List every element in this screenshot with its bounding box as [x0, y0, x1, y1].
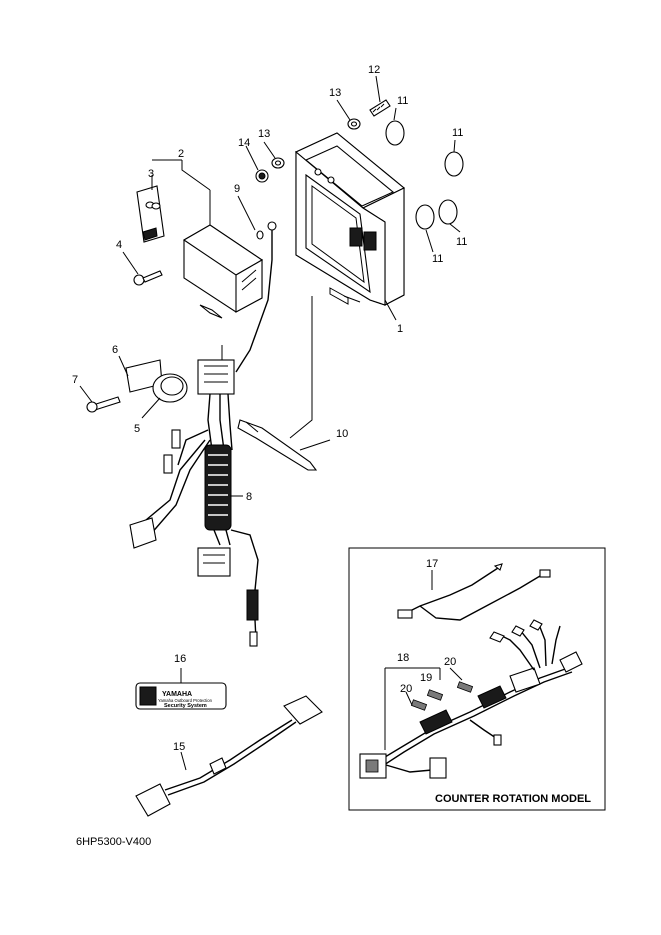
callout-numbers: 1 2 3 4 5 6 7 8 9 10 11 11 11 11 12 13 1…	[72, 64, 467, 753]
callout-10: 10	[336, 428, 348, 440]
callout-3: 3	[148, 168, 154, 180]
o-rings	[385, 120, 464, 230]
callout-13-a: 13	[329, 87, 341, 99]
callout-20-a: 20	[444, 656, 456, 668]
buzzer-assembly	[86, 359, 188, 413]
wire-harness	[129, 221, 277, 647]
callout-20-b: 20	[400, 683, 412, 695]
callout-11-d: 11	[456, 236, 467, 248]
callout-4: 4	[116, 239, 122, 251]
remote-transmitter	[136, 185, 165, 243]
callout-15: 15	[173, 741, 185, 753]
label-line2: Security System	[164, 703, 207, 709]
callout-19: 19	[420, 672, 432, 684]
callout-11-a: 11	[397, 95, 408, 107]
inset-frame	[348, 547, 606, 811]
callout-8: 8	[246, 491, 252, 503]
callout-13-b: 13	[258, 128, 270, 140]
callout-18: 18	[397, 652, 409, 664]
label-brand: YAMAHA	[162, 691, 192, 698]
bolt-4	[133, 270, 163, 286]
callout-9: 9	[234, 183, 240, 195]
callout-5: 5	[134, 423, 140, 435]
cable-tie	[237, 419, 318, 471]
callout-1: 1	[397, 323, 403, 335]
counter-rotation-inset: 17 18 19 20 20 COUNTER ROTATION MODEL	[348, 547, 606, 811]
screw-washer-set	[255, 99, 391, 240]
callout-11-b: 11	[452, 127, 463, 139]
callout-16: 16	[174, 653, 186, 665]
extension-harness	[135, 695, 323, 817]
label-line1: Yamaha Outboard Protection	[158, 698, 213, 703]
diagram-code: 6HP5300-V400	[76, 836, 152, 848]
cdi-unit	[182, 224, 264, 319]
callout-7: 7	[72, 374, 78, 386]
inset-title: COUNTER ROTATION MODEL	[435, 793, 591, 805]
callout-6: 6	[112, 344, 118, 356]
housing-box	[294, 132, 406, 306]
leader-lines	[79, 75, 461, 771]
callout-11-c: 11	[432, 253, 443, 265]
callout-12: 12	[368, 64, 380, 76]
callout-14: 14	[238, 137, 250, 149]
callout-2: 2	[178, 148, 184, 160]
callout-17: 17	[426, 558, 438, 570]
security-label: YAMAHA Yamaha Outboard Protection Securi…	[135, 682, 227, 710]
